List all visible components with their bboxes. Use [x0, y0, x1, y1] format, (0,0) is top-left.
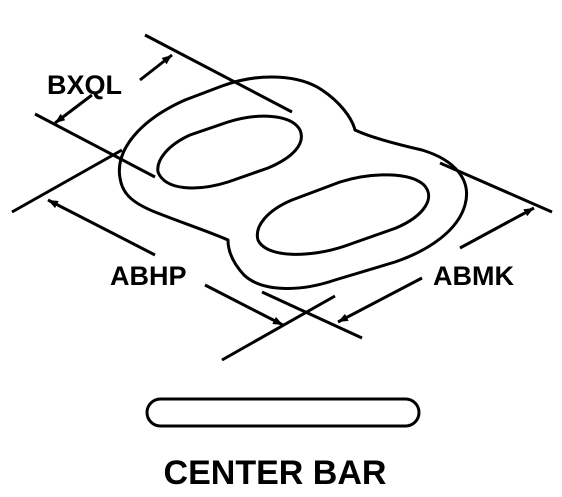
label-abhp: ABHP	[110, 261, 187, 291]
abhp-extension-line-right	[221, 294, 336, 362]
caption: CENTER BAR	[164, 454, 387, 492]
bxql-extension-line-lower	[34, 112, 156, 179]
label-abmk: ABMK	[433, 261, 514, 291]
bxql-arrow-lower	[54, 93, 93, 125]
bxql-arrow-upper	[139, 53, 173, 82]
center-bar-outline	[117, 75, 468, 290]
abhp-extension-line-left	[11, 148, 123, 214]
abmk-extension-line-upper	[439, 161, 553, 214]
dimension-abmk	[261, 161, 553, 340]
abhp-arrow-upper	[47, 198, 156, 257]
dimension-abhp	[11, 148, 336, 362]
center-bar-side-view	[145, 397, 421, 428]
abmk-extension-line-lower	[261, 290, 363, 340]
bxql-extension-line-upper	[144, 33, 293, 114]
abmk-arrow-lower	[337, 276, 423, 324]
label-bxql: BXQL	[47, 70, 122, 100]
dimension-bxql	[34, 33, 293, 179]
abhp-arrow-lower	[204, 283, 284, 327]
abmk-arrow-upper	[459, 206, 535, 250]
